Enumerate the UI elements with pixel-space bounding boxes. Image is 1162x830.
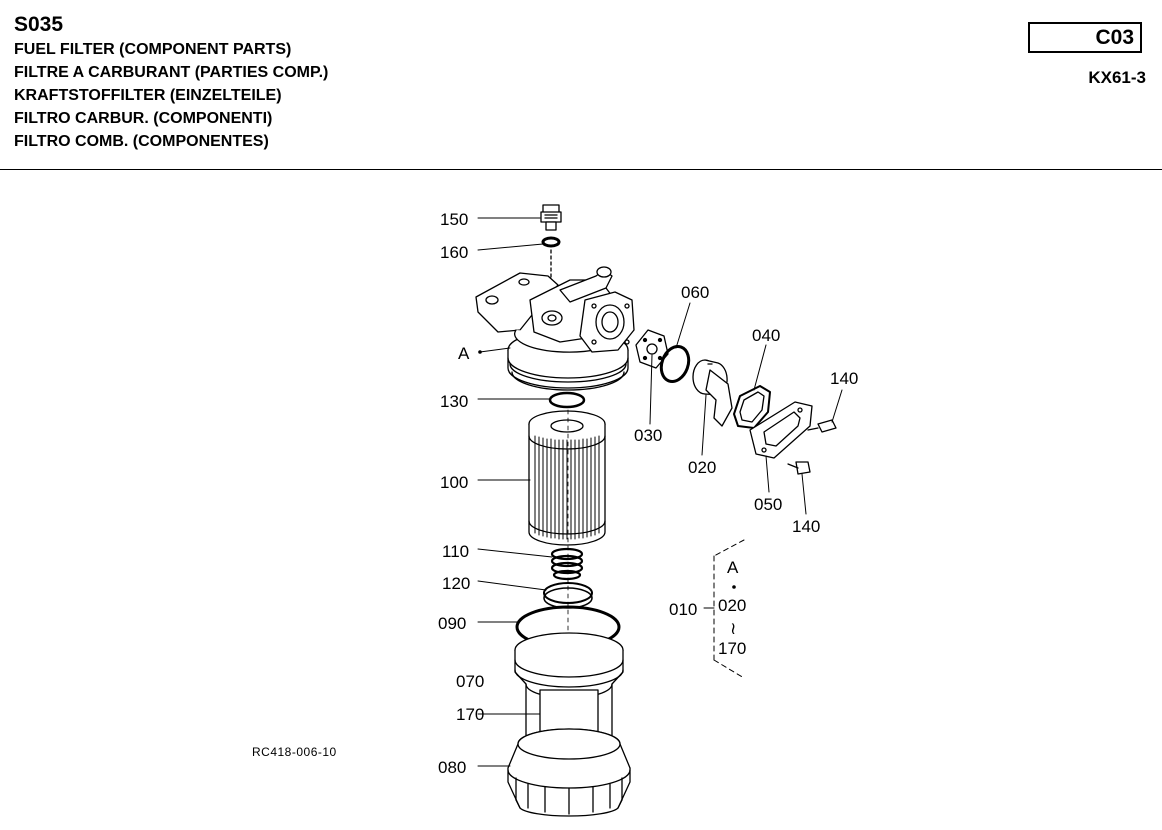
header-divider bbox=[0, 169, 1162, 170]
assembly-range-mark: ≀ bbox=[730, 619, 736, 638]
label-140-upper: 140 bbox=[830, 369, 858, 388]
assembly-ref: A bbox=[727, 558, 739, 577]
assembly-label: 010 bbox=[669, 600, 697, 619]
title-de: KRAFTSTOFFILTER (EINZELTEILE) bbox=[14, 87, 282, 104]
label-070: 070 bbox=[456, 672, 484, 691]
drawing-reference: RC418-006-10 bbox=[252, 745, 337, 759]
label-140-lower: 140 bbox=[792, 517, 820, 536]
label-050: 050 bbox=[754, 495, 782, 514]
title-it: FILTRO CARBUR. (COMPONENTI) bbox=[14, 110, 273, 127]
label-080: 080 bbox=[438, 758, 466, 777]
leader-lines bbox=[477, 217, 843, 767]
label-150: 150 bbox=[440, 210, 468, 229]
label-set: 150 160 A 130 100 110 120 090 070 170 08… bbox=[438, 210, 858, 777]
model-name: KX61-3 bbox=[1088, 68, 1146, 87]
title-es: FILTRO COMB. (COMPONENTES) bbox=[14, 133, 269, 150]
part-head-body bbox=[475, 266, 635, 391]
label-100: 100 bbox=[440, 473, 468, 492]
title-list: FUEL FILTER (COMPONENT PARTS) FILTRE A C… bbox=[14, 38, 328, 153]
header-block: S035 FUEL FILTER (COMPONENT PARTS) FILTR… bbox=[14, 12, 328, 153]
label-a: A bbox=[458, 344, 470, 363]
part-140-screw-upper bbox=[807, 419, 837, 433]
label-120: 120 bbox=[442, 574, 470, 593]
assembly-from: 020 bbox=[718, 596, 746, 615]
title-fr: FILTRE A CARBURANT (PARTIES COMP.) bbox=[14, 64, 329, 81]
part-140-screw-lower bbox=[787, 461, 811, 475]
title-en: FUEL FILTER (COMPONENT PARTS) bbox=[14, 41, 292, 58]
assembly-bracket bbox=[713, 539, 745, 679]
part-020-valve bbox=[692, 359, 733, 427]
part-050-cover bbox=[749, 401, 813, 459]
sheet-number: C03 bbox=[1028, 22, 1142, 53]
part-150-screw bbox=[540, 204, 562, 231]
section-code: S035 bbox=[14, 13, 64, 36]
part-040-gasket bbox=[733, 385, 771, 429]
part-030-plate bbox=[635, 329, 669, 369]
label-090: 090 bbox=[438, 614, 466, 633]
label-130: 130 bbox=[440, 392, 468, 411]
part-120-ring bbox=[543, 582, 593, 609]
label-060: 060 bbox=[681, 283, 709, 302]
part-160-washer bbox=[541, 236, 561, 248]
label-040: 040 bbox=[752, 326, 780, 345]
part-110-spring bbox=[550, 547, 584, 581]
label-160: 160 bbox=[440, 243, 468, 262]
part-100-filter-element bbox=[528, 410, 606, 546]
label-170: 170 bbox=[456, 705, 484, 724]
assembly-to: 170 bbox=[718, 639, 746, 658]
part-130-oring bbox=[548, 391, 586, 409]
part-080-ring-nut bbox=[507, 728, 631, 817]
part-060-oring bbox=[659, 345, 691, 383]
label-020: 020 bbox=[688, 458, 716, 477]
label-030: 030 bbox=[634, 426, 662, 445]
label-110: 110 bbox=[442, 542, 469, 561]
